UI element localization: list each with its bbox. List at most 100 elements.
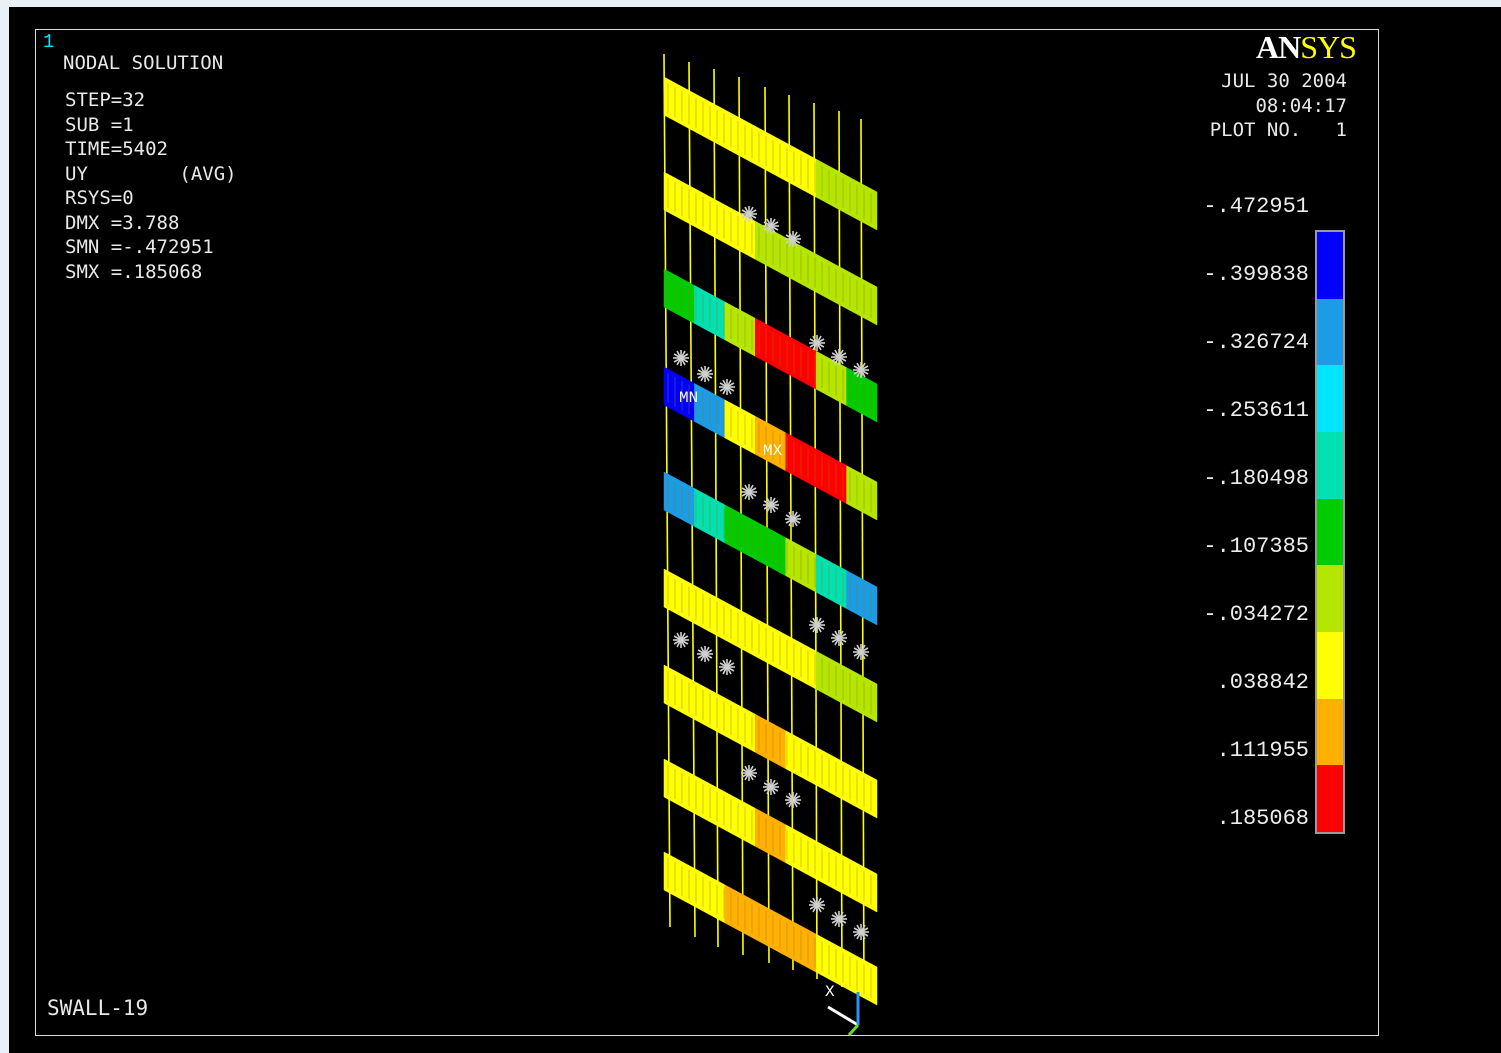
band-segment: [846, 367, 878, 423]
band-segment: [815, 650, 847, 707]
band-segment: [755, 807, 786, 864]
triad-x-axis: [827, 1005, 859, 1027]
solution-info-line: SMX =.185068: [65, 260, 203, 283]
band-segment: [846, 763, 878, 819]
constraint-marker: [809, 900, 825, 910]
legend-label: -.326724: [1203, 330, 1309, 355]
legend-swatch: [1317, 765, 1343, 832]
band-segment: [694, 775, 726, 831]
ansys-logo: ANSYS: [1256, 29, 1357, 65]
date-block-line: 08:04:17: [1255, 94, 1347, 117]
constraint-marker: [741, 209, 757, 219]
band-segment: [846, 270, 878, 326]
band-segment: [724, 697, 756, 753]
constraint-marker: [831, 633, 847, 643]
band-segment: [724, 791, 756, 847]
solution-info-line: STEP=32: [65, 89, 146, 111]
band-segment: [724, 884, 756, 940]
constraint-marker: [741, 487, 757, 497]
legend-swatch: [1317, 232, 1343, 299]
band-segment: [815, 448, 847, 505]
band-segment: [694, 681, 726, 737]
constraint-marker: [763, 221, 779, 231]
band-segment: [815, 553, 847, 610]
constraint-marker: [853, 927, 869, 937]
constraint-marker: [741, 768, 757, 778]
band-segment: [755, 900, 786, 957]
legend-swatch: [1317, 565, 1343, 632]
band-segment: [815, 746, 847, 803]
constraint-marker: [809, 620, 825, 630]
legend-label: -.180498: [1203, 466, 1309, 491]
band-segment: [694, 188, 726, 244]
band-segment: [694, 285, 726, 341]
solution-info-line: SUB =1: [65, 113, 134, 136]
constraint-marker: [719, 382, 735, 392]
stud-line: [838, 110, 843, 988]
element-label: SWALL-19: [47, 996, 149, 1020]
band-segment: [755, 617, 786, 674]
band-segment: [815, 158, 847, 215]
band-segment: [755, 125, 786, 182]
band-segment: [663, 471, 695, 527]
legend-swatch: [1317, 365, 1343, 432]
date-block-line: JUL 30 2004: [1221, 70, 1347, 92]
legend-label: -.253611: [1203, 398, 1309, 423]
band-segment: [663, 851, 695, 907]
constraint-marker: [719, 662, 735, 672]
constraint-marker: [809, 338, 825, 348]
plot-title: NODAL SOLUTION: [63, 52, 224, 74]
band-segment: [694, 93, 726, 149]
legend-label: .038842: [1216, 670, 1309, 695]
legend-label: -.399838: [1203, 262, 1309, 287]
constraint-marker: [853, 647, 869, 657]
constraint-marker: [785, 234, 801, 244]
legend-swatch: [1317, 498, 1343, 566]
band-segment: [694, 383, 726, 439]
solution-info-line: RSYS=0: [65, 187, 134, 209]
band-segment: [846, 667, 878, 723]
constraint-marker: [831, 352, 847, 362]
constraint-marker: [673, 353, 689, 363]
band-segment: [846, 857, 878, 913]
legend-label: -.107385: [1203, 534, 1309, 559]
constraint-marker: [697, 369, 713, 379]
constraint-marker: [785, 514, 801, 524]
constraint-marker: [763, 782, 779, 792]
legend-swatch: [1317, 298, 1343, 366]
legend-swatch: [1317, 698, 1343, 766]
band-segment: [694, 585, 726, 641]
constraint-marker: [763, 500, 779, 510]
min-marker: MN: [679, 389, 698, 407]
stud-line: [860, 118, 865, 998]
date-block-line: PLOT NO. 1: [1209, 119, 1347, 141]
solution-info-line: DMX =3.788: [65, 211, 180, 234]
band-segment: [724, 504, 756, 560]
band-segment: [815, 253, 847, 310]
legend-swatch: [1317, 632, 1343, 699]
max-marker: MX: [763, 442, 783, 460]
legend-swatch: [1317, 432, 1343, 499]
contour-legend-bar: [1315, 230, 1345, 834]
band-segment: [846, 950, 878, 1006]
constraint-marker: [697, 649, 713, 659]
constraint-marker: [785, 795, 801, 805]
legend-label: -.472951: [1203, 194, 1309, 219]
band-segment: [755, 520, 786, 577]
band-segment: [694, 868, 726, 924]
constraint-marker: [673, 635, 689, 645]
solution-info-line: TIME=5402: [65, 138, 168, 160]
band-segment: [846, 465, 878, 521]
band-segment: [724, 601, 756, 657]
constraint-marker: [831, 914, 847, 924]
band-segment: [755, 317, 786, 374]
solution-info-line: SMN =-.472951: [65, 236, 214, 258]
legend-label: .111955: [1216, 738, 1309, 763]
plot-frame: [35, 29, 1379, 1036]
band-segment: [724, 399, 756, 455]
solution-info-line: UY (AVG): [65, 162, 237, 185]
